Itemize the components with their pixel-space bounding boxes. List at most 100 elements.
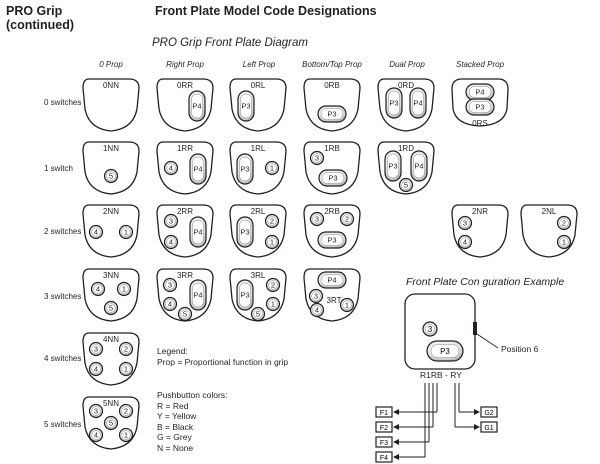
button-label: 2 bbox=[124, 407, 128, 416]
output-label: F4 bbox=[380, 455, 388, 462]
button-label: 4 bbox=[94, 228, 98, 237]
button: 4 bbox=[309, 302, 325, 318]
plate-code: 2RR bbox=[177, 207, 193, 216]
button: P4 bbox=[189, 216, 207, 248]
button-label: 4 bbox=[463, 238, 467, 247]
button-label: 4 bbox=[94, 431, 98, 440]
example-code: R1RB - RY bbox=[420, 370, 462, 380]
plate-code: 2NR bbox=[472, 207, 488, 216]
wiring-lines bbox=[395, 383, 478, 458]
button: 2 bbox=[265, 277, 281, 293]
button: 2 bbox=[556, 215, 572, 231]
column-header: Right Prop bbox=[166, 60, 204, 69]
button-label: P4 bbox=[193, 291, 202, 300]
legend: Legend: Prop = Proportional function in … bbox=[157, 346, 288, 367]
output-box-f1: F1 bbox=[375, 406, 393, 418]
button: 4 bbox=[162, 296, 178, 312]
plate-code: 2RL bbox=[251, 207, 266, 216]
button: 1 bbox=[116, 281, 132, 297]
button: 1 bbox=[264, 160, 280, 176]
column-header: Stacked Prop bbox=[455, 60, 505, 69]
output-box-f3: F3 bbox=[375, 436, 393, 448]
button-label: 1 bbox=[270, 164, 274, 173]
plate-code: 1RD bbox=[398, 144, 414, 153]
button-label: 3 bbox=[94, 345, 98, 354]
button: 4 bbox=[88, 361, 104, 377]
button-label: P3 bbox=[440, 347, 450, 356]
button: P3 bbox=[236, 216, 254, 248]
button: 3 bbox=[162, 277, 178, 293]
button-label: 4 bbox=[168, 300, 172, 309]
example-title: Front Plate Con guration Example bbox=[406, 276, 565, 288]
button-label: P4 bbox=[475, 88, 484, 97]
button: P3 bbox=[318, 169, 348, 187]
button: P4 bbox=[409, 87, 427, 119]
plate-code: 5NN bbox=[103, 399, 119, 408]
button-label: P3 bbox=[240, 291, 249, 300]
grip-title: PRO Grip (continued) bbox=[6, 4, 74, 32]
button: 4 bbox=[88, 224, 104, 240]
button-label: P4 bbox=[414, 162, 423, 171]
column-header: Left Prop bbox=[242, 60, 276, 69]
button: 1 bbox=[339, 297, 355, 313]
output-label: G2 bbox=[484, 410, 493, 417]
button: 3 bbox=[88, 403, 104, 419]
button: 5 bbox=[250, 306, 266, 322]
button: 3 bbox=[308, 288, 324, 304]
plate-code: 0RR bbox=[177, 81, 193, 90]
button-label: P3 bbox=[328, 174, 337, 183]
button: 1 bbox=[264, 234, 280, 250]
button-label: P3 bbox=[327, 236, 336, 245]
button-label: 1 bbox=[345, 301, 349, 310]
button: 2 bbox=[339, 211, 355, 227]
plate-code: 1NN bbox=[103, 144, 119, 153]
button: 4 bbox=[88, 427, 104, 443]
plate-code: 2RB bbox=[324, 207, 340, 216]
button-label: 4 bbox=[169, 238, 173, 247]
column-header: 0 Prop bbox=[99, 60, 123, 69]
plate-code: 0NN bbox=[103, 81, 119, 90]
button: 1 bbox=[118, 427, 134, 443]
button: P3 bbox=[465, 98, 495, 116]
button-label: P3 bbox=[327, 110, 336, 119]
legend-prop-line: Prop = Proportional function in grip bbox=[157, 356, 289, 367]
plate-code: 3RT bbox=[327, 296, 342, 305]
plate-2nr: 3 4 2NR bbox=[451, 204, 509, 258]
button-label: 3 bbox=[315, 154, 319, 163]
button-label: 1 bbox=[124, 431, 128, 440]
button: 3 bbox=[309, 211, 325, 227]
main-title: Front Plate Model Code Designations bbox=[155, 4, 377, 18]
row-label: 5 switches bbox=[44, 420, 82, 429]
button-label: 3 bbox=[314, 292, 318, 301]
button-label: 1 bbox=[122, 285, 126, 294]
button: P4 bbox=[189, 279, 207, 311]
pushbutton-colors: Pushbutton colors: R = Red Y = Yellow B … bbox=[157, 390, 227, 453]
button-label: 5 bbox=[109, 304, 113, 313]
button-label: 2 bbox=[562, 219, 566, 228]
button: 3 bbox=[309, 150, 325, 166]
button: 3 bbox=[457, 215, 473, 231]
output-label: F1 bbox=[380, 410, 388, 417]
button-label: 4 bbox=[94, 365, 98, 374]
plate-code: 0RD bbox=[398, 81, 414, 90]
button-label: 4 bbox=[169, 164, 173, 173]
column-header: Dual Prop bbox=[389, 60, 425, 69]
plate-code: 0RS bbox=[472, 119, 488, 128]
button: P4 bbox=[189, 153, 207, 185]
button: P4 bbox=[410, 150, 428, 182]
button-label: P4 bbox=[193, 228, 202, 237]
color-item: G = Grey bbox=[157, 432, 192, 442]
example-button-p3: P3 bbox=[426, 340, 464, 362]
button-label: 1 bbox=[124, 228, 128, 237]
